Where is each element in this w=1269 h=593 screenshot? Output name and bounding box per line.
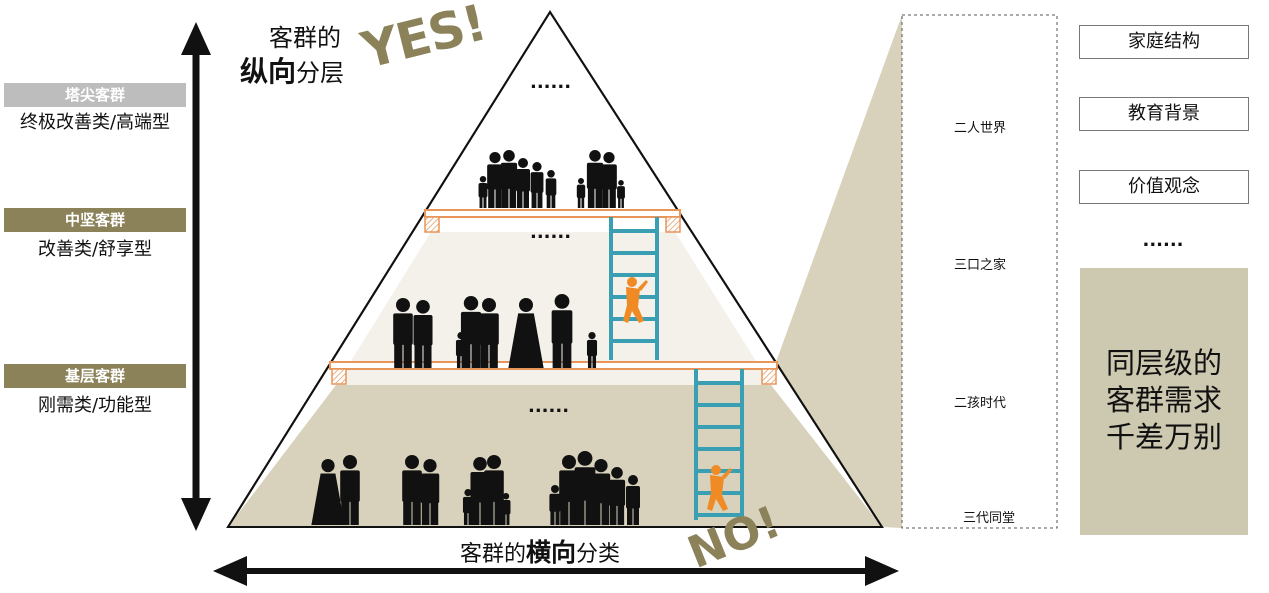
- family-three-gen-base: [549, 451, 640, 525]
- couple-wedding-base: [311, 455, 360, 525]
- tier-badge-base: 基层客群: [4, 364, 186, 388]
- ladder-upper: [609, 217, 659, 360]
- zoom-wedge: [776, 15, 902, 528]
- vertical-axis-title: 纵向分层: [240, 50, 344, 90]
- ellipsis-middle: ......: [530, 222, 572, 243]
- attribute-values: 价值观念: [1079, 170, 1249, 204]
- climbing-figure-upper: [623, 277, 648, 323]
- family-two-kids-base: [462, 455, 511, 525]
- family-label-three: 三口之家: [953, 258, 1006, 273]
- tier-subtitle-top: 终极改善类/高端型: [19, 112, 171, 133]
- family-label-couple: 二人世界: [953, 121, 1006, 136]
- ellipsis-top: ......: [530, 72, 572, 93]
- family-three-base: [402, 455, 440, 525]
- tier-badge-middle: 中坚客群: [4, 208, 186, 232]
- family-two-kids-top: [576, 150, 625, 208]
- attribute-education: 教育背景: [1079, 97, 1249, 131]
- family-label-three-gen: 三代同堂: [962, 511, 1015, 526]
- ellipsis-base: ......: [528, 396, 570, 417]
- family-three-gen-top: [478, 150, 557, 208]
- vertical-bold: 纵向: [240, 55, 297, 88]
- vertical-rest: 分层: [296, 59, 345, 87]
- conclusion-text: 同层级的客群需求千差万别: [1105, 346, 1222, 454]
- attribute-family-structure: 家庭结构: [1079, 25, 1249, 59]
- tier-subtitle-middle: 改善类/舒享型: [37, 239, 153, 260]
- conclusion-panel: [1080, 268, 1248, 535]
- tier-subtitle-base: 刚需类/功能型: [37, 395, 153, 416]
- climbing-figure-lower: [707, 465, 732, 511]
- family-hands-middle: [508, 294, 598, 368]
- horizontal-axis-title: 客群的横向分类: [460, 533, 620, 569]
- couple-middle: [393, 298, 433, 368]
- vertical-axis-title-line1: 客群的: [269, 24, 341, 52]
- family-label-two-kids: 二孩时代: [953, 396, 1006, 411]
- family-detail-panel: [901, 14, 1058, 529]
- horizontal-bold: 横向: [526, 538, 577, 567]
- horizontal-rest: 分类: [576, 542, 621, 567]
- family-three-middle: [455, 296, 499, 368]
- top-platform: [424, 209, 681, 233]
- ladder-lower: [694, 369, 744, 520]
- pyramid-middle-band: [336, 232, 771, 385]
- horizontal-pre: 客群的: [460, 542, 527, 567]
- attributes-more: ......: [1142, 230, 1184, 251]
- tier-badge-top: 塔尖客群: [4, 83, 186, 107]
